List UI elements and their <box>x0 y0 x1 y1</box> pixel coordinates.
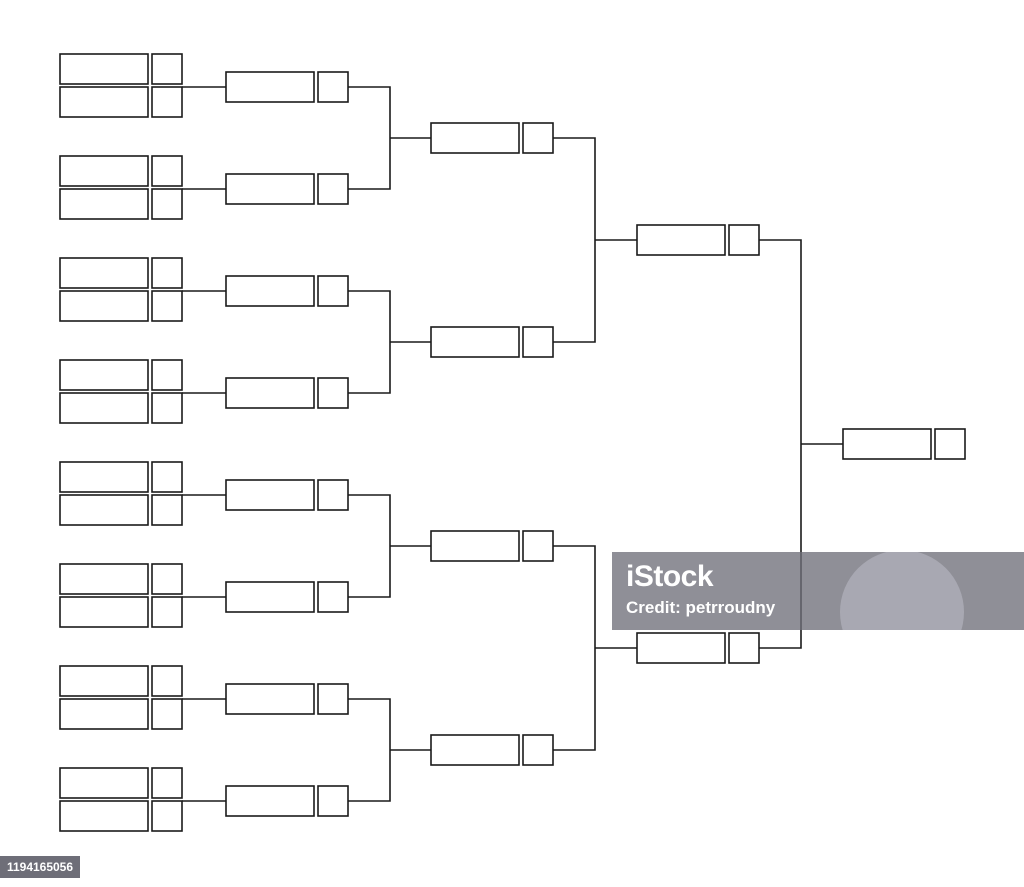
round-1-score-slot-13 <box>151 665 183 697</box>
round-2-name-slot-2 <box>225 173 315 205</box>
connector-round-2-to-3-1 <box>348 86 431 190</box>
watermark-logo: iStock <box>626 560 714 593</box>
round-3-score-slot-2 <box>522 326 554 358</box>
round-1-score-slot-6 <box>151 290 183 322</box>
round-1-name-slot-10 <box>59 494 149 526</box>
round-3-score-slot-4 <box>522 734 554 766</box>
round-2-name-slot-8 <box>225 785 315 817</box>
connector-round-2-to-3-3 <box>348 494 431 598</box>
round-1-name-slot-16 <box>59 800 149 832</box>
round-1-score-slot-4 <box>151 188 183 220</box>
round-1-name-slot-6 <box>59 290 149 322</box>
round-1-name-slot-11 <box>59 563 149 595</box>
round-3-name-slot-4 <box>430 734 520 766</box>
round-5-score-slot-1 <box>934 428 966 460</box>
round-2-score-slot-1 <box>317 71 349 103</box>
round-3-score-slot-3 <box>522 530 554 562</box>
watermark-credit: Credit: petrroudny <box>626 598 776 617</box>
round-2-score-slot-8 <box>317 785 349 817</box>
round-2-name-slot-1 <box>225 71 315 103</box>
round-1-name-slot-12 <box>59 596 149 628</box>
round-2-name-slot-4 <box>225 377 315 409</box>
round-1-name-slot-1 <box>59 53 149 85</box>
round-2-score-slot-5 <box>317 479 349 511</box>
round-4-score-slot-2 <box>728 632 760 664</box>
connector-round-3-to-4-1 <box>553 137 637 343</box>
round-4-score-slot-1 <box>728 224 760 256</box>
round-4-name-slot-1 <box>636 224 726 256</box>
round-1-score-slot-11 <box>151 563 183 595</box>
round-1-name-slot-9 <box>59 461 149 493</box>
round-1-score-slot-12 <box>151 596 183 628</box>
round-1-name-slot-3 <box>59 155 149 187</box>
round-1-score-slot-9 <box>151 461 183 493</box>
round-2-score-slot-2 <box>317 173 349 205</box>
round-1-score-slot-5 <box>151 257 183 289</box>
round-1-score-slot-10 <box>151 494 183 526</box>
round-2-name-slot-5 <box>225 479 315 511</box>
round-1-name-slot-4 <box>59 188 149 220</box>
round-2-score-slot-6 <box>317 581 349 613</box>
round-1-name-slot-13 <box>59 665 149 697</box>
connector-round-3-to-4-2 <box>553 545 637 751</box>
connector-round-2-to-3-2 <box>348 290 431 394</box>
round-2-name-slot-6 <box>225 581 315 613</box>
round-1-name-slot-5 <box>59 257 149 289</box>
round-4-name-slot-2 <box>636 632 726 664</box>
round-1-score-slot-15 <box>151 767 183 799</box>
watermark-band: iStock Credit: petrroudny <box>612 552 1024 630</box>
round-3-name-slot-3 <box>430 530 520 562</box>
round-1-score-slot-14 <box>151 698 183 730</box>
round-1-name-slot-15 <box>59 767 149 799</box>
round-1-score-slot-2 <box>151 86 183 118</box>
round-1-name-slot-2 <box>59 86 149 118</box>
stock-id-label: 1194165056 <box>0 856 80 878</box>
connector-round-4-to-5-1 <box>759 239 843 649</box>
round-1-score-slot-7 <box>151 359 183 391</box>
round-1-name-slot-14 <box>59 698 149 730</box>
round-1-score-slot-1 <box>151 53 183 85</box>
round-2-name-slot-3 <box>225 275 315 307</box>
round-1-score-slot-8 <box>151 392 183 424</box>
round-3-name-slot-2 <box>430 326 520 358</box>
round-1-score-slot-16 <box>151 800 183 832</box>
round-5-name-slot-1 <box>842 428 932 460</box>
round-2-name-slot-7 <box>225 683 315 715</box>
round-2-score-slot-7 <box>317 683 349 715</box>
round-2-score-slot-3 <box>317 275 349 307</box>
connector-round-2-to-3-4 <box>348 698 431 802</box>
round-3-name-slot-1 <box>430 122 520 154</box>
round-1-name-slot-8 <box>59 392 149 424</box>
round-3-score-slot-1 <box>522 122 554 154</box>
round-1-score-slot-3 <box>151 155 183 187</box>
round-2-score-slot-4 <box>317 377 349 409</box>
round-1-name-slot-7 <box>59 359 149 391</box>
watermark-circle-graphic <box>840 552 964 630</box>
